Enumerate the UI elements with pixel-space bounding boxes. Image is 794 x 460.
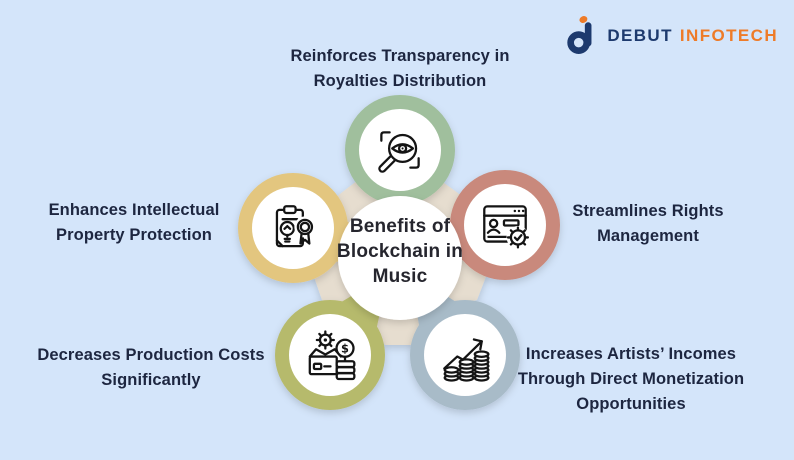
icon-disc	[252, 187, 334, 269]
center-title: Benefits of Blockchain in Music	[336, 216, 464, 288]
benefit-label-production-costs: Decreases Production Costs Significantly	[37, 346, 265, 389]
icon-disc	[289, 314, 371, 396]
benefit-label-royalties-transparency: Reinforces Transparency in Royalties Dis…	[290, 47, 510, 90]
benefit-label-ip-protection: Enhances Intellectual Property Protectio…	[48, 201, 220, 244]
benefit-label-rights-management: Streamlines Rights Management	[572, 202, 724, 245]
debut-infotech-logo-icon	[567, 16, 592, 54]
logo-text-secondary: INFOTECH	[679, 26, 778, 45]
benefit-label-artists-incomes: Increases Artists’ Incomes Through Direc…	[517, 345, 745, 413]
logo-text-primary: DEBUT	[607, 26, 673, 45]
icon-disc	[359, 109, 441, 191]
icon-disc	[464, 184, 546, 266]
icon-disc	[424, 314, 506, 396]
center-disc	[338, 196, 462, 320]
logo-text: DEBUT INFOTECH	[607, 26, 778, 46]
brand-logo: DEBUT INFOTECH	[564, 14, 778, 58]
